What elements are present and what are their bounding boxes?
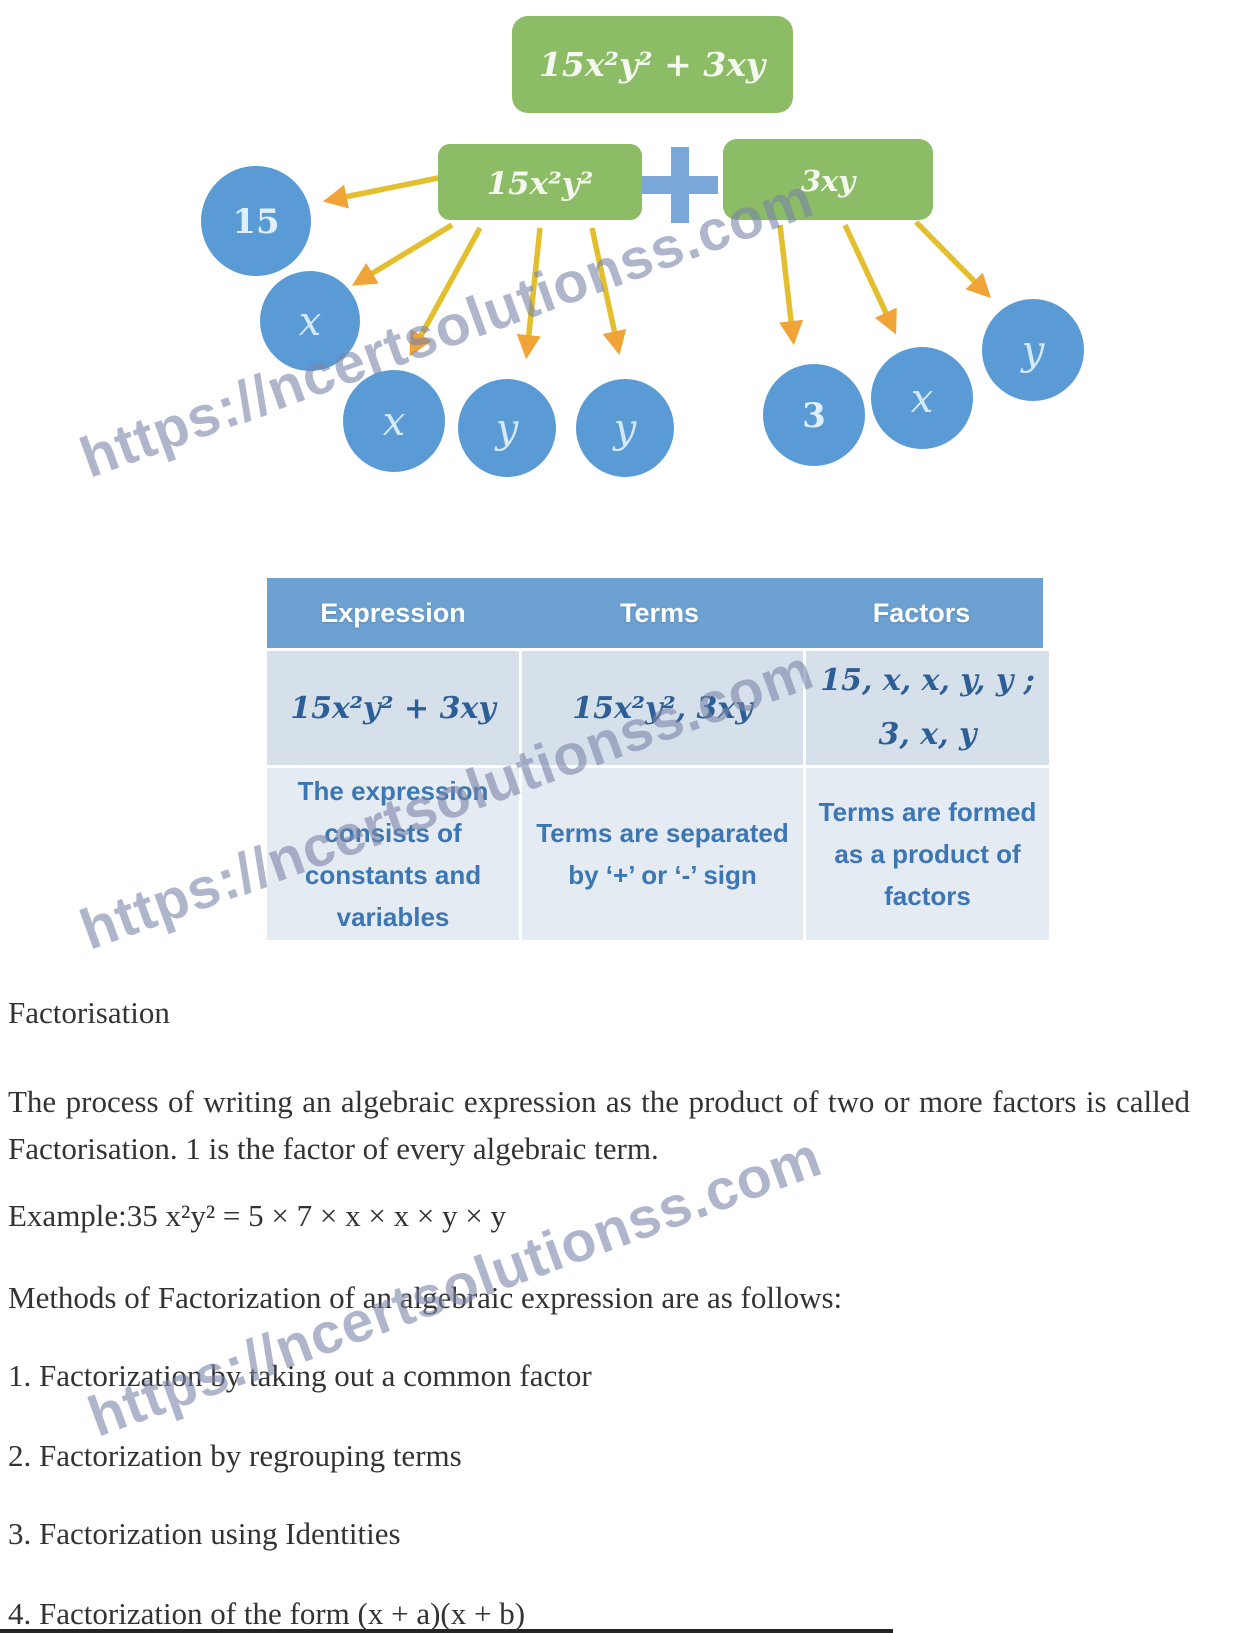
factor-label-15: 15 (232, 202, 279, 242)
arrow-to-y3 (914, 220, 992, 299)
factor-arrows (322, 173, 992, 360)
factors-line-2: 3, x, y (878, 717, 977, 752)
factor-tree-diagram: 15x²y² + 3xy 15x²y² 3xy 15 x x y (201, 16, 1084, 477)
factor-label-x2: x (383, 399, 406, 445)
plus-sign (642, 147, 718, 223)
cell-factors-value: 15, x, x, y, y ; 3, x, y (806, 651, 1049, 765)
header-cell-factors: Factors (872, 597, 971, 628)
factor-circle-x2: x (343, 370, 445, 472)
factor-circle-y3: y (982, 299, 1084, 401)
cell-expression-description: The expression consists of constants and… (267, 768, 519, 940)
factor-circle-y1: y (458, 379, 556, 477)
header-cell-terms: Terms (619, 597, 700, 628)
factor-label-3: 3 (802, 396, 826, 436)
section-heading: Factorisation (8, 995, 170, 1030)
cell-terms-value: 15x²y², 3xy (522, 651, 803, 765)
expression-root-box: 15x²y² + 3xy (512, 16, 793, 113)
factor-circle-x1: x (260, 271, 360, 371)
factor-table: Expression Terms Factors 15x²y² + 3xy 15… (267, 578, 1049, 940)
term-left-label: 15x²y² (487, 166, 594, 202)
table-body: 15x²y² + 3xy 15x²y², 3xy 15, x, x, y, y … (267, 651, 1049, 940)
header-cell-expression: Expression (320, 597, 466, 628)
term-right-label: 3xy (801, 164, 857, 198)
arrow-to-15 (322, 173, 449, 209)
cell-terms-description: Terms are separated by ‘+’ or ‘-’ sign (522, 768, 803, 940)
method-item-3: 3. Factorization using Identities (8, 1516, 401, 1551)
factor-label-y3: y (1020, 328, 1046, 374)
factor-circle-3: 3 (763, 364, 865, 466)
method-item-4: 4. Factorization of the form (x + a)(x +… (8, 1596, 526, 1631)
term-box-left: 15x²y² (438, 144, 642, 220)
arrow-to-y2 (589, 227, 627, 356)
factor-label-y2: y (612, 406, 638, 452)
factor-circle-y2: y (576, 379, 674, 477)
factor-label-y1: y (494, 406, 520, 452)
intro-paragraph: The process of writing an algebraic expr… (8, 1084, 1190, 1166)
factor-circle-x3: x (871, 347, 973, 449)
factor-circle-15: 15 (201, 166, 311, 276)
arrow-to-x3 (842, 223, 897, 335)
term-box-right: 3xy (723, 139, 933, 220)
factors-line-1: 15, x, x, y, y ; (820, 663, 1035, 698)
table-header-row: Expression Terms Factors (267, 578, 1043, 648)
factor-label-x3: x (911, 376, 934, 422)
arrow-to-x1 (351, 222, 454, 286)
factor-label-x1: x (299, 299, 322, 345)
arrow-to-x2 (409, 226, 483, 357)
method-item-2: 2. Factorization by regrouping terms (8, 1438, 462, 1473)
expression-root-label: 15x²y² + 3xy (539, 45, 768, 84)
example-line: Example:35 x²y² = 5 × 7 × x × x × y × y (8, 1198, 507, 1233)
cell-factors-description: Terms are formed as a product of factors (806, 768, 1049, 940)
method-item-1: 1. Factorization by taking out a common … (8, 1358, 592, 1393)
arrow-to-3 (777, 224, 804, 346)
methods-intro: Methods of Factorization of an algebraic… (8, 1280, 843, 1315)
bottom-edge-strip (0, 1629, 893, 1633)
cell-expression-value: 15x²y² + 3xy (267, 651, 519, 765)
arrow-to-y1 (516, 227, 543, 360)
